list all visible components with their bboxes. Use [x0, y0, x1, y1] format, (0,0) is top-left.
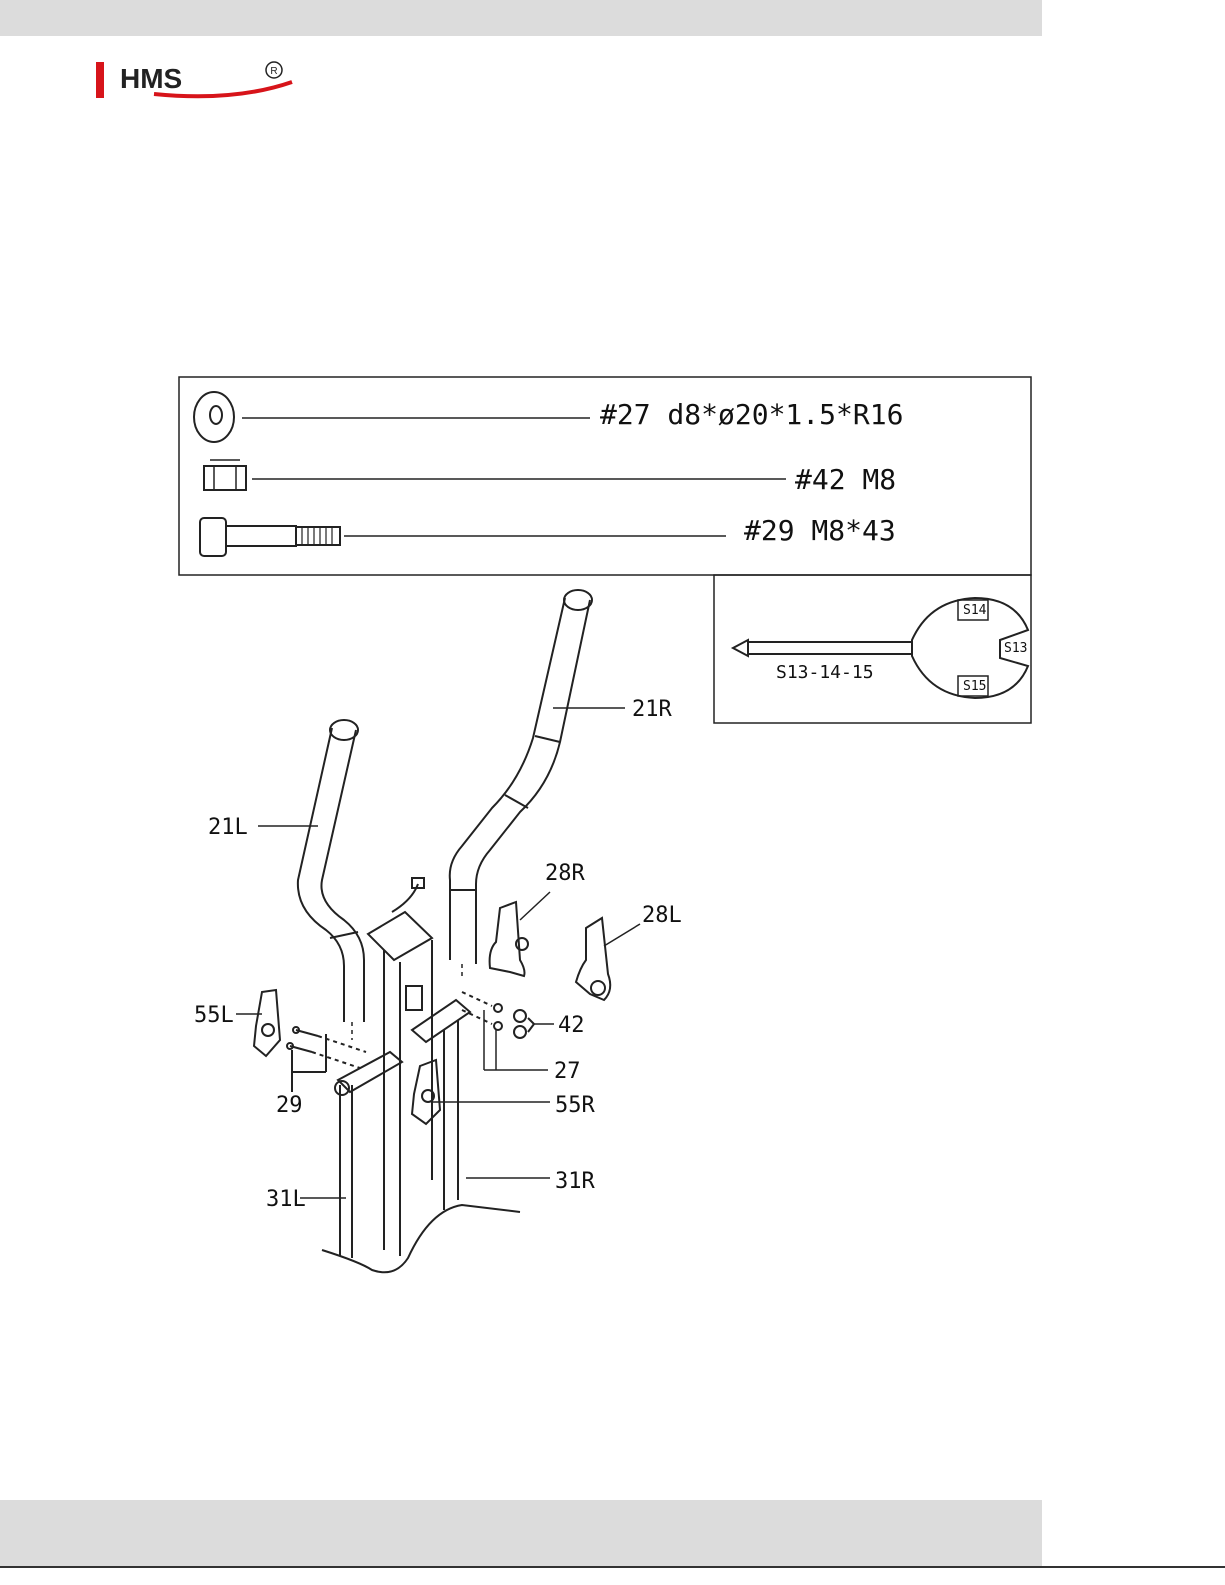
nut-icon [204, 460, 246, 490]
callout-31L: 31L [266, 1187, 306, 1212]
bolts-29-icon [287, 1027, 366, 1092]
socket-s14-label: S14 [963, 603, 987, 618]
nut-code: #42 M8 [795, 463, 896, 496]
callout-21L: 21L [208, 815, 248, 840]
callout-27: 27 [554, 1059, 581, 1084]
washer-code: #27 d8*ø20*1.5*R16 [600, 398, 903, 431]
callout-28R-leader [520, 892, 550, 920]
handlebar-21L-icon [298, 720, 364, 1022]
callout-21R: 21R [632, 697, 672, 722]
footer-band [0, 1500, 1042, 1566]
washer-icon [194, 392, 234, 442]
callout-29: 29 [276, 1093, 303, 1118]
handlebar-21R-icon [450, 590, 592, 964]
callout-42: 42 [558, 1013, 585, 1038]
callout-28L-leader [604, 924, 640, 946]
callout-28L: 28L [642, 903, 682, 928]
callout-31R: 31R [555, 1169, 595, 1194]
bracket-28L-icon [576, 918, 610, 1000]
tool-box [714, 575, 1031, 723]
socket-s13-label: S13 [1004, 641, 1027, 656]
footer-rule [0, 1566, 1225, 1568]
frame-mast-icon [322, 878, 520, 1272]
socket-s15-label: S15 [963, 679, 986, 694]
nuts-42-icon [462, 992, 534, 1038]
bolt-icon [200, 518, 340, 556]
callout-28R: 28R [545, 861, 585, 886]
bracket-55L-icon [254, 990, 280, 1056]
bracket-55R-icon [412, 1060, 440, 1124]
bracket-28R-icon [490, 902, 528, 976]
callout-55R: 55R [555, 1093, 595, 1118]
callout-55L: 55L [194, 1003, 234, 1028]
tool-name: S13-14-15 [776, 662, 874, 683]
bolt-code: #29 M8*43 [744, 514, 896, 547]
